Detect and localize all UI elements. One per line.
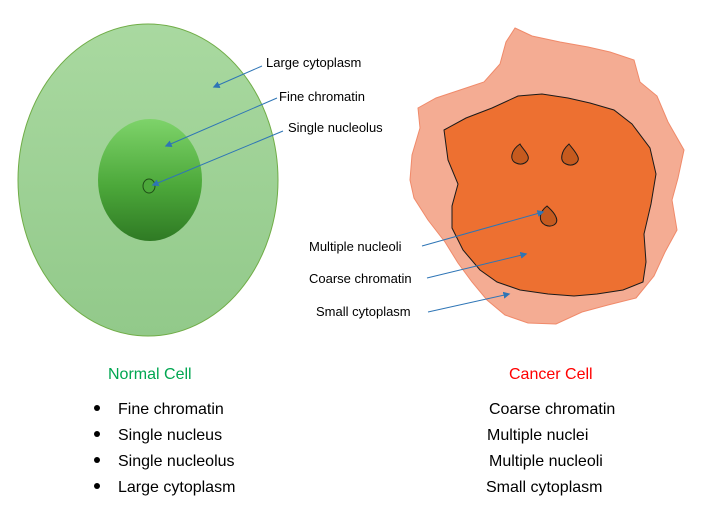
cancer-feature-item: Small cytoplasm <box>486 479 603 496</box>
label-large-cytoplasm: Large cytoplasm <box>266 55 361 70</box>
normal-feature-item: Single nucleus <box>94 423 235 449</box>
cancer-feature-item: Multiple nuclei <box>487 427 589 444</box>
label-small-cytoplasm: Small cytoplasm <box>316 304 411 319</box>
arrow-fine-chromatin <box>164 97 278 147</box>
label-single-nucleolus: Single nucleolus <box>288 120 383 135</box>
normal-feature-item: Large cytoplasm <box>94 475 235 501</box>
arrow-small-cytoplasm <box>427 291 511 313</box>
normal-cell-feature-list: Fine chromatin Single nucleus Single nuc… <box>94 397 235 501</box>
normal-feature-text: Fine chromatin <box>118 401 224 418</box>
cancer-nucleus <box>443 93 657 297</box>
normal-cell-title: Normal Cell <box>108 366 192 383</box>
cancer-nucleolus-1 <box>511 143 529 165</box>
cancer-nucleolus-2 <box>561 143 579 166</box>
arrow-large-cytoplasm <box>212 65 263 88</box>
normal-nucleolus <box>142 178 156 194</box>
bullet-icon <box>94 430 100 437</box>
normal-feature-item: Single nucleolus <box>94 449 235 475</box>
label-fine-chromatin: Fine chromatin <box>279 89 365 104</box>
arrow-coarse-chromatin <box>426 251 528 279</box>
normal-feature-text: Single nucleolus <box>118 453 235 470</box>
cancer-feature-item: Coarse chromatin <box>489 401 616 418</box>
cancer-cell-feature-list: Coarse chromatin Multiple nuclei Multipl… <box>486 397 615 501</box>
label-multiple-nucleoli: Multiple nucleoli <box>309 239 402 254</box>
cancer-cell-title: Cancer Cell <box>509 366 593 383</box>
normal-feature-item: Fine chromatin <box>94 397 235 423</box>
bullet-icon <box>94 404 100 411</box>
cancer-feature-item: Multiple nucleoli <box>489 453 603 470</box>
label-coarse-chromatin: Coarse chromatin <box>309 271 412 286</box>
arrow-single-nucleolus <box>151 130 284 187</box>
bullet-icon <box>94 482 100 489</box>
normal-feature-text: Large cytoplasm <box>118 479 236 496</box>
arrow-multiple-nucleoli <box>421 210 545 247</box>
bullet-icon <box>94 456 100 463</box>
normal-feature-text: Single nucleus <box>118 427 223 444</box>
